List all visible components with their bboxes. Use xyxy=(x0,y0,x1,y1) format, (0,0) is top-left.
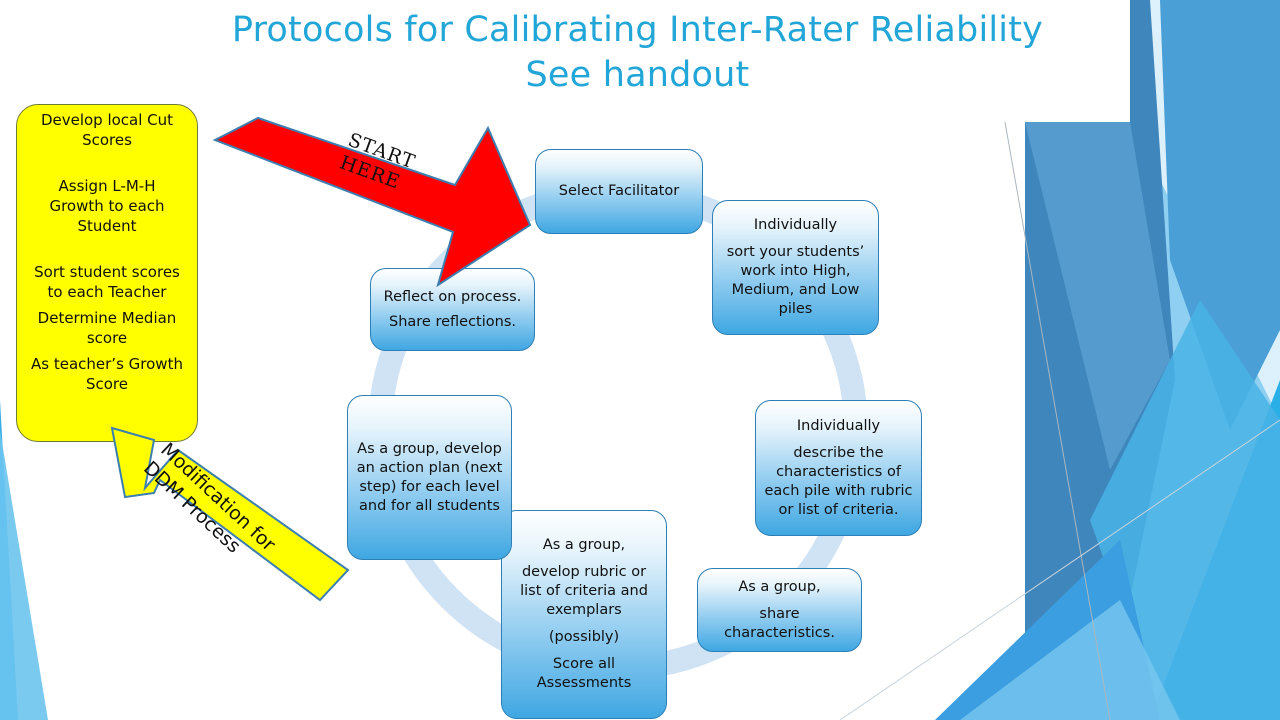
step-reflect: Reflect on process. Share reflections. xyxy=(370,268,535,351)
step-action-plan: As a group, develop an action plan (next… xyxy=(347,395,512,560)
step-describe-characteristics: Individually describe the characteristic… xyxy=(755,400,922,536)
step-text: As a group, xyxy=(542,537,626,553)
step-text: As a group, xyxy=(738,578,821,595)
page-title: Protocols for Calibrating Inter-Rater Re… xyxy=(150,8,1125,98)
step-text: As a group, develop an action plan (next… xyxy=(356,440,503,514)
step-text: Share reflections. xyxy=(389,313,516,330)
step-share-characteristics: As a group, share characteristics. xyxy=(697,568,862,652)
step-text: describe the characteristics of each pil… xyxy=(764,444,913,518)
step-text: Individually xyxy=(753,217,838,233)
sidebar-item: Develop local Cut Scores xyxy=(40,111,174,149)
step-develop-rubric: As a group, develop rubric or list of cr… xyxy=(501,510,667,719)
right-panel-blue xyxy=(1160,0,1280,430)
step-select-facilitator: Select Facilitator xyxy=(535,149,703,234)
title-line-1: Protocols for Calibrating Inter-Rater Re… xyxy=(231,10,1044,50)
deco-line-1 xyxy=(1004,121,1111,720)
sidebar-item: As teacher’s Growth Score xyxy=(31,355,183,393)
sidebar-item: Assign L-M-H Growth to each Student xyxy=(49,177,165,235)
step-text: Individually xyxy=(796,417,881,434)
right-panel-mid xyxy=(1025,122,1170,470)
step-text: sort your students’ work into High, Medi… xyxy=(726,244,865,317)
step-text: Score all Assessments xyxy=(536,656,632,691)
step-text: Reflect on process. xyxy=(383,288,522,305)
sidebar-item: Sort student scores to each Teacher xyxy=(34,263,180,301)
sidebar-item: Determine Median score xyxy=(37,309,177,347)
deco-line-2 xyxy=(839,419,1280,720)
step-text: develop rubric or list of criteria and e… xyxy=(520,564,648,618)
step-sort-work: Individually sort your students’ work in… xyxy=(712,200,879,335)
step-text: share characteristics. xyxy=(724,605,835,641)
bottom-right-wedge-light xyxy=(960,600,1180,720)
title-line-2: See handout xyxy=(525,55,750,95)
right-panel-sky xyxy=(1090,300,1280,720)
step-text: (possibly) xyxy=(548,629,620,645)
step-text: Select Facilitator xyxy=(558,183,680,199)
left-accent-shape-2 xyxy=(0,430,48,720)
ddm-sidebar-box: Develop local Cut Scores Assign L-M-H Gr… xyxy=(16,104,198,442)
